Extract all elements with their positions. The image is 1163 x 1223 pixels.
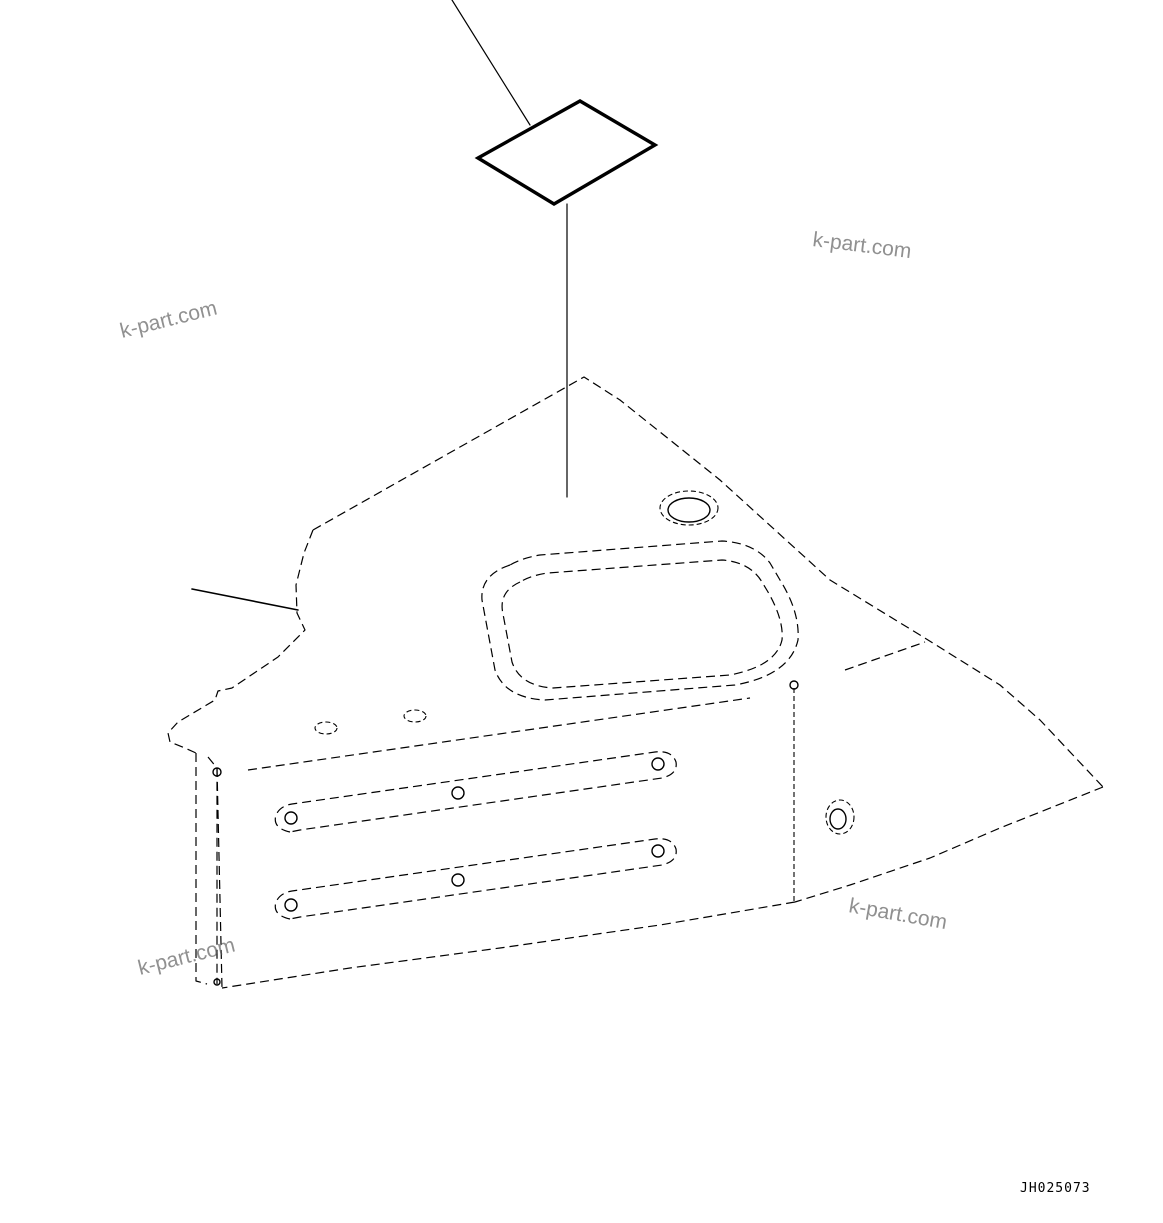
upper-slot [274,751,677,833]
small-hole-2 [403,709,427,723]
leader-line-panel [191,588,299,611]
panel-outline [167,376,1104,989]
watermark-bottom-right: k-part.com [847,894,949,934]
drawing-code: JH025073 [1020,1181,1091,1196]
top-hole [659,490,719,526]
small-hole-1 [314,721,338,735]
flange-fastener-top [212,767,222,777]
leader-line-decal [451,0,531,126]
lower-slot [274,838,677,920]
side-hole [825,799,855,835]
decal-plate [474,99,659,206]
watermark-top-left: k-part.com [118,297,220,343]
bend-marker [789,680,799,690]
flange-fastener-bottom [213,978,221,986]
watermark-top-right: k-part.com [811,228,912,263]
access-opening [481,540,799,701]
